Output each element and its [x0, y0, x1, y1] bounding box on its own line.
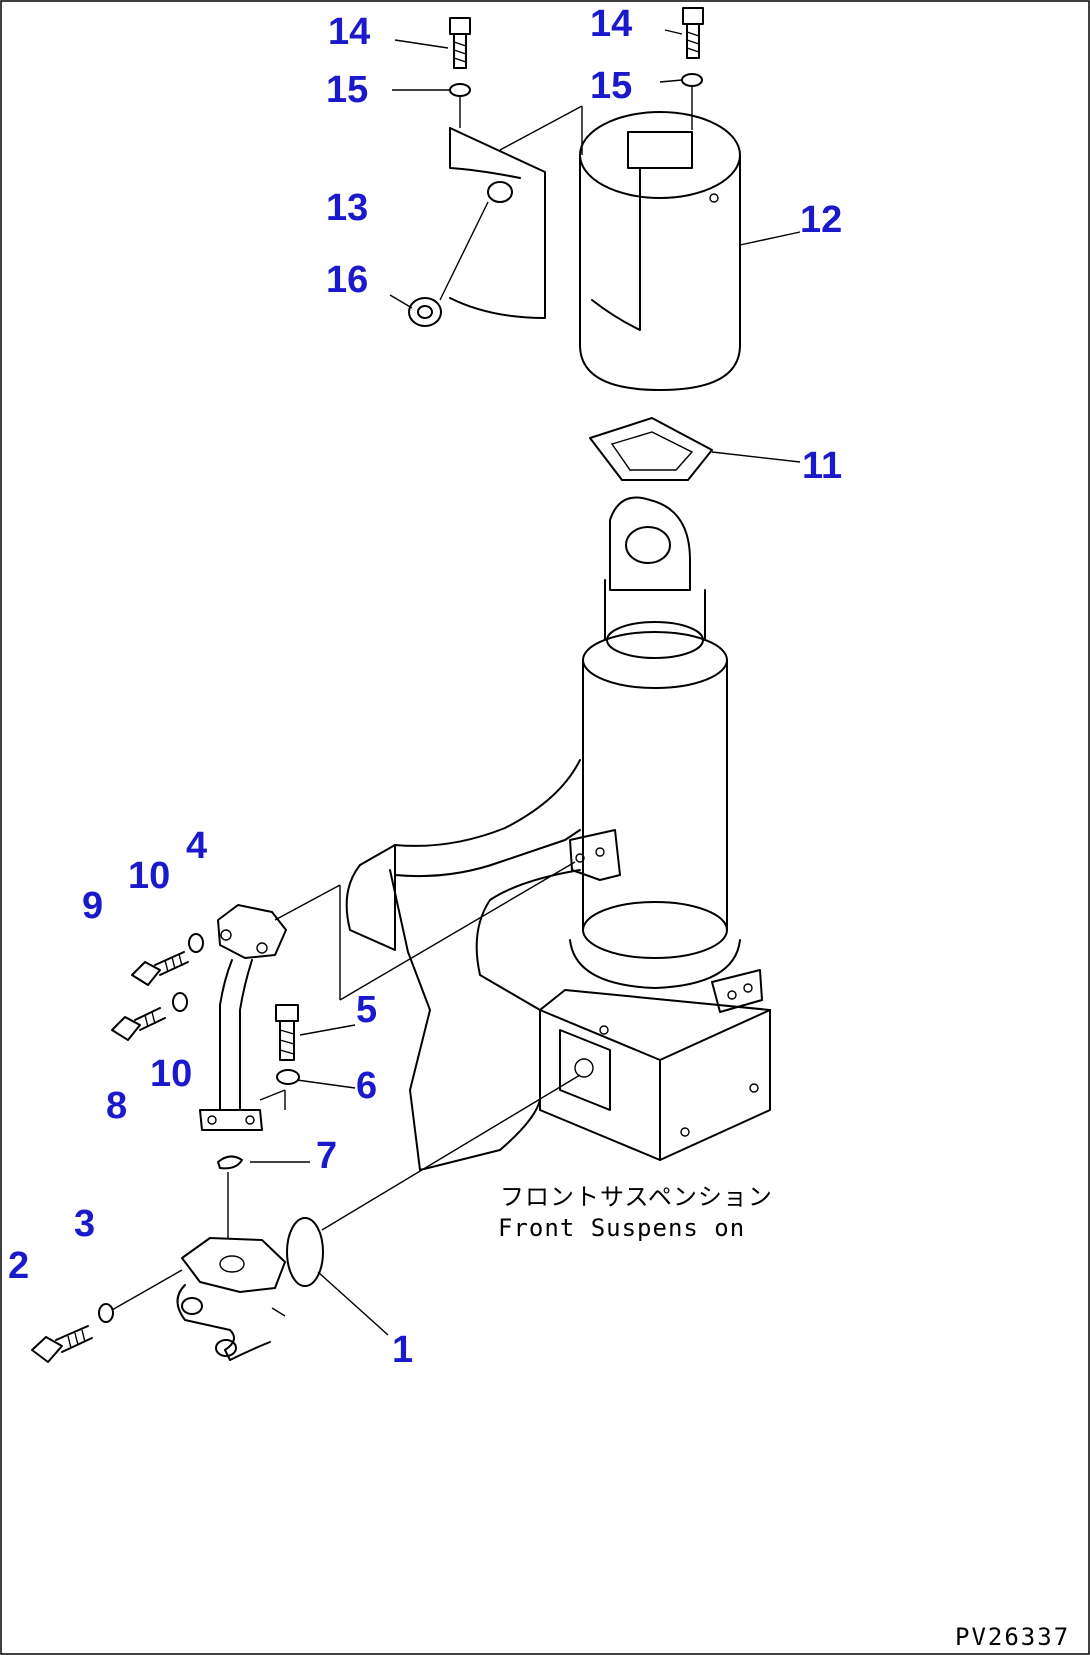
callout-15-left: 15	[326, 69, 368, 111]
drawing-id: PV26337	[955, 1623, 1070, 1651]
callout-11: 11	[802, 445, 842, 487]
callout-2: 2	[8, 1245, 29, 1287]
callout-10-lower: 10	[150, 1053, 192, 1095]
washer-15-left	[449, 83, 471, 97]
bolt-5	[275, 1004, 299, 1061]
washer-15-right	[681, 73, 703, 87]
washer-6	[276, 1069, 300, 1085]
bolt-9	[131, 951, 189, 986]
elbow-fitting	[176, 1237, 286, 1361]
callout-6: 6	[356, 1065, 377, 1107]
callout-1: 1	[392, 1329, 413, 1371]
bolt-8	[111, 1007, 166, 1041]
bolt-14-left	[449, 17, 471, 69]
bolt-2	[31, 1325, 93, 1363]
pipe-4	[199, 904, 287, 1131]
callout-14-left: 14	[328, 11, 370, 53]
callout-14-right: 14	[590, 3, 632, 45]
callout-10-upper: 10	[128, 855, 170, 897]
washer-10-upper	[188, 933, 204, 953]
bolt-14-right	[682, 7, 704, 59]
cover-13	[449, 127, 546, 319]
washer-10-lower	[172, 992, 188, 1012]
callout-12: 12	[800, 199, 842, 241]
washer-3	[98, 1303, 114, 1323]
callout-8: 8	[106, 1085, 127, 1127]
caption-japanese: フロントサスペンション	[500, 1183, 773, 1211]
front-suspension-strut	[345, 496, 771, 1171]
caption-english: Front Suspens on	[498, 1214, 745, 1242]
nut-16	[408, 297, 442, 327]
callout-7: 7	[316, 1135, 337, 1177]
callout-13: 13	[326, 187, 368, 229]
o-ring-1	[286, 1217, 324, 1287]
callout-9: 9	[82, 885, 103, 927]
callout-3: 3	[74, 1203, 95, 1245]
callout-16: 16	[326, 259, 368, 301]
callout-4: 4	[186, 825, 207, 867]
o-ring-7	[217, 1155, 243, 1170]
gasket-11	[589, 417, 713, 481]
leader-lines	[111, 29, 801, 1336]
callout-5: 5	[356, 989, 377, 1031]
cover-12	[579, 111, 741, 391]
callout-15-right: 15	[590, 65, 632, 107]
